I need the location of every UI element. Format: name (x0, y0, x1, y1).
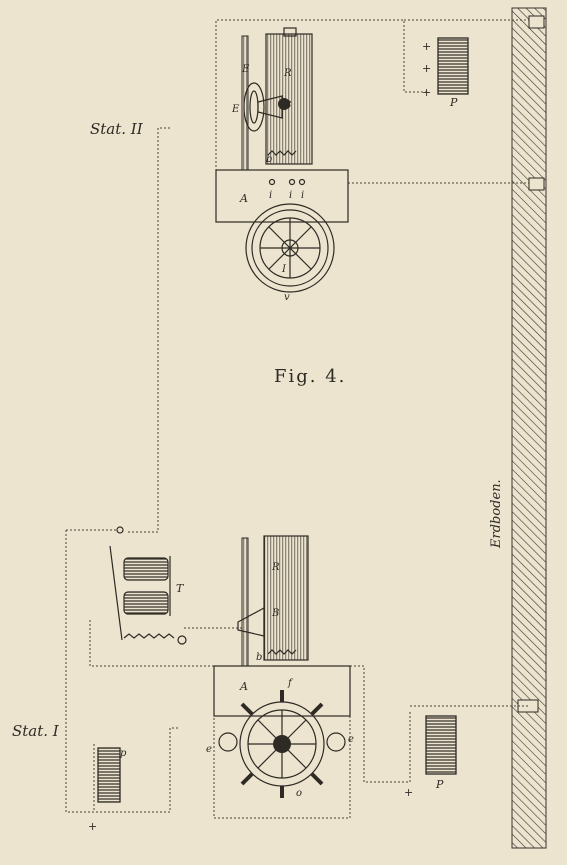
label-p: p (120, 748, 127, 759)
label-B-2: B (283, 100, 291, 111)
label-B-1: B (271, 608, 279, 619)
station-2-label: Stat. II (90, 120, 144, 138)
label-b-2: b (266, 154, 272, 165)
label-i1: i (289, 190, 292, 201)
station-1-label: Stat. I (12, 722, 60, 740)
label-A-2: A (239, 192, 248, 205)
label-v: v (284, 292, 290, 303)
figure-caption: Fig. 4. (274, 366, 346, 387)
battery-sign-1: + (422, 40, 431, 53)
label-o: o (296, 788, 302, 799)
label-A-1: A (239, 680, 248, 693)
ground-label: Erdboden. (489, 479, 504, 549)
ground-strip (511, 7, 547, 849)
label-i: i (269, 190, 272, 201)
battery-P (425, 715, 457, 775)
label-E-upper: E (241, 64, 250, 75)
label-T: T (176, 582, 185, 595)
battery-1-sign-1: + (88, 820, 97, 833)
label-f: f (287, 678, 294, 689)
label-P-2: P (449, 96, 458, 109)
label-e1: e (348, 734, 354, 745)
station-2-apparatus (215, 27, 349, 293)
battery-1-sign-2: + (404, 786, 413, 799)
label-E-lower: E (231, 104, 240, 115)
label-I: I (281, 264, 287, 275)
label-R-1: R (271, 562, 280, 573)
label-i2: i (301, 190, 304, 201)
label-R-2: R (283, 68, 292, 79)
battery-sign-2: + (422, 62, 431, 75)
battery-sign-3: + (422, 86, 431, 99)
label-b-1: b (256, 652, 262, 663)
battery-station-2: + + + (422, 37, 469, 99)
battery-p (97, 747, 121, 803)
relay-station-1 (109, 526, 187, 645)
label-e: e (206, 744, 212, 755)
label-P-1: P (435, 778, 444, 791)
wires (65, 19, 529, 819)
station-1-apparatus (213, 535, 351, 798)
